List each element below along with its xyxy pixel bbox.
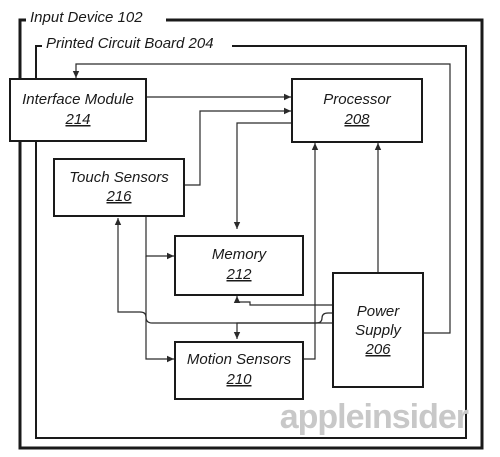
power-supply-block: Power Supply 206 <box>332 272 424 388</box>
appleinsider-watermark: appleinsider <box>280 398 469 436</box>
memory-to-motion-wire <box>145 256 174 363</box>
pcb-label-bg <box>42 34 232 54</box>
processor-block: Processor 208 <box>291 78 423 143</box>
touch-to-processor-wire <box>184 107 291 186</box>
touch-sensors-label: Touch Sensors <box>69 169 169 186</box>
processor-label: Processor <box>323 91 392 108</box>
interface-module-ref: 214 <box>64 111 90 128</box>
processor-memory-link <box>233 119 298 229</box>
connectors <box>72 63 451 363</box>
memory-block: Memory 212 <box>174 235 304 296</box>
power-to-touch-wire <box>114 218 332 324</box>
interface-module-label: Interface Module <box>22 91 134 108</box>
power-to-interface-wire <box>72 63 451 334</box>
motion-sensors-label: Motion Sensors <box>187 351 292 368</box>
pcb-label: Printed Circuit Board 204 <box>46 35 214 52</box>
power-to-motion-wire <box>233 322 332 339</box>
motion-to-processor-wire <box>303 143 319 360</box>
power-to-memory-wire <box>233 296 332 306</box>
memory-ref: 212 <box>225 266 252 283</box>
input-device-frame <box>18 18 484 450</box>
input-device-label-bg <box>26 8 166 28</box>
touch-to-memory-wire <box>145 216 174 260</box>
touch-sensors-ref: 216 <box>105 188 132 205</box>
power-supply-label-line2: Supply <box>355 322 402 339</box>
memory-label: Memory <box>212 246 268 263</box>
motion-sensors-ref: 210 <box>225 371 252 388</box>
motion-sensors-block: Motion Sensors 210 <box>174 341 304 400</box>
touch-sensors-block: Touch Sensors 216 <box>53 158 185 217</box>
input-device-label: Input Device 102 <box>30 9 143 26</box>
power-supply-label-line1: Power <box>357 303 401 320</box>
interface-module-block: Interface Module 214 <box>9 78 147 142</box>
processor-ref: 208 <box>343 111 370 128</box>
pcb-frame <box>35 45 467 439</box>
power-supply-ref: 206 <box>364 341 391 358</box>
